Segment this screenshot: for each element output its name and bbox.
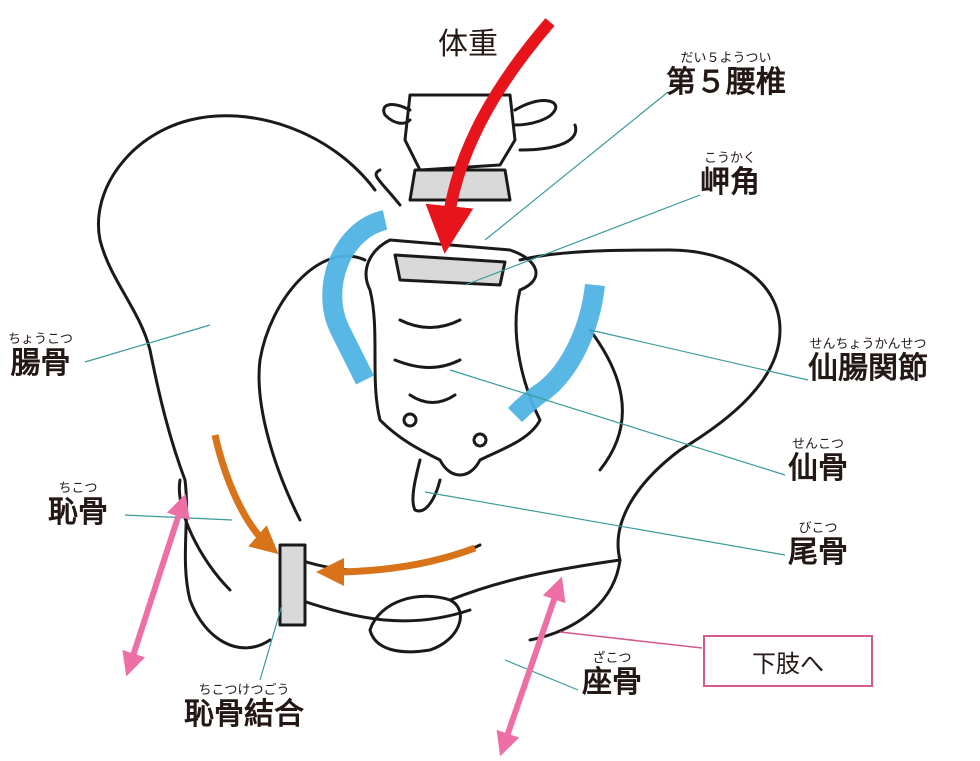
leader-ischium <box>504 659 579 691</box>
force-arrow-left <box>211 434 279 555</box>
label-l5: だい５ようつい第５腰椎 <box>666 51 786 100</box>
symphysis-disc <box>278 543 307 627</box>
label-ischium: ざこつ座骨 <box>582 651 642 700</box>
leader-sacrum <box>449 369 786 476</box>
sacrum <box>364 238 542 477</box>
leader-l5 <box>484 91 669 241</box>
leg-arrow-right <box>496 576 566 757</box>
label-pubis: ちこつ恥骨 <box>48 481 108 530</box>
right-ilium <box>518 248 782 642</box>
right-si-joint-highlight <box>507 283 605 423</box>
left-si-joint-highlight <box>322 210 388 385</box>
leg-arrow-left <box>122 493 190 677</box>
leader-coccyx <box>424 491 786 556</box>
force-arrow-right <box>316 544 477 586</box>
coccyx <box>411 458 442 513</box>
label-coccyx: びこつ尾骨 <box>788 521 848 570</box>
leader-ilium <box>84 324 211 363</box>
leader-si-joint <box>589 329 809 381</box>
label-symphysis: ちこつけつごう恥骨結合 <box>184 683 304 732</box>
label-body-weight: 体重 <box>438 27 498 62</box>
label-ilium: ちょうこつ腸骨 <box>8 332 74 381</box>
leader-to-legs <box>559 631 703 649</box>
to-legs-box: 下肢へ <box>703 635 873 687</box>
label-promontory: こうかく岬角 <box>700 151 760 200</box>
leader-symphysis <box>259 604 283 681</box>
leader-promontory <box>464 194 701 286</box>
label-sacrum: せんこつ仙骨 <box>788 437 848 486</box>
weight-arrow <box>425 18 555 254</box>
l5-vertebra <box>403 93 517 172</box>
label-si-joint: せんちょうかんせつ仙腸関節 <box>808 337 928 386</box>
